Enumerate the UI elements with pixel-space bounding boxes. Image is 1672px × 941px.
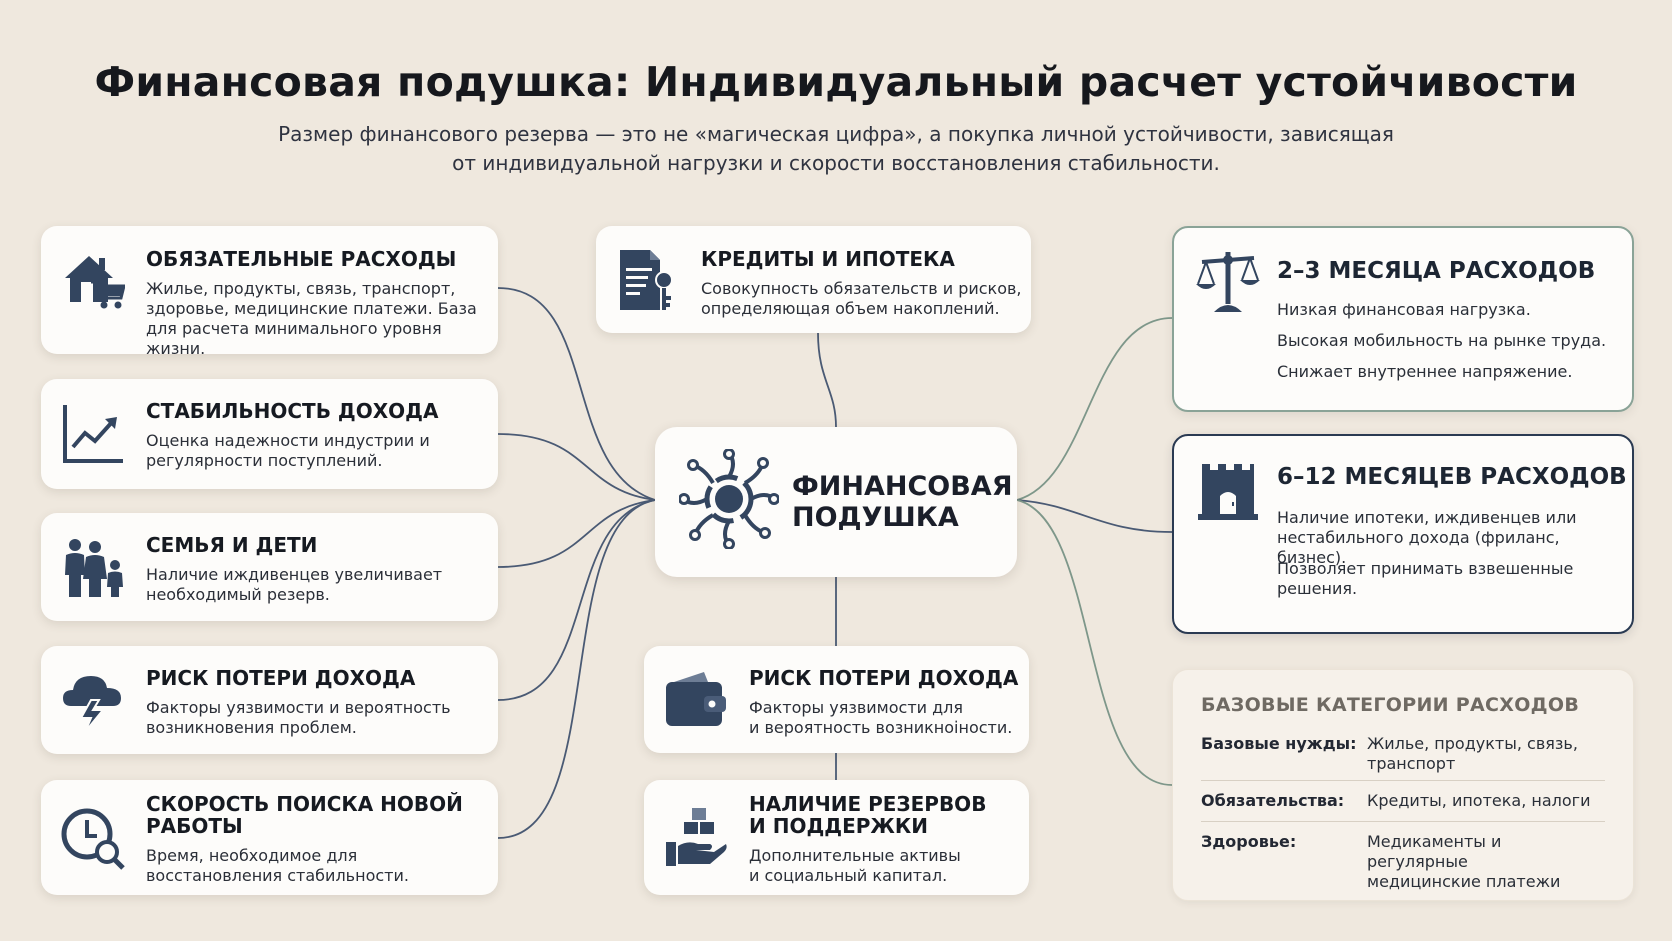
card-title-1: СКОРОСТЬ ПОИСКА НОВОЙ <box>146 792 463 816</box>
base-row-value-line-2: медицинские платежи <box>1367 872 1561 891</box>
card-job-search-speed: СКОРОСТЬ ПОИСКА НОВОЙ РАБОТЫ Время, необ… <box>41 780 498 895</box>
card-2-3-months: 2–3 МЕСЯЦА РАСХОДОВ Низкая финансовая на… <box>1172 226 1634 412</box>
card-line-3: Позволяет принимать взвешенные <box>1277 559 1574 578</box>
card-credits-mortgage: КРЕДИТЫ И ИПОТЕКА Совокупность обязатель… <box>596 226 1031 333</box>
card-mandatory-expenses: ОБЯЗАТЕЛЬНЫЕ РАСХОДЫ Жилье, продукты, св… <box>41 226 498 358</box>
base-row-value-line-2: транспорт <box>1367 754 1456 773</box>
card-desc-1: Наличие иждивенцев увеличивает <box>146 565 443 584</box>
card-desc-1: Факторы уязвимости для <box>749 698 964 717</box>
family-icon <box>65 539 123 597</box>
card-desc-2: здоровье, медицинские платежи. База <box>146 299 477 318</box>
network-hub-icon <box>679 449 779 549</box>
card-6-12-months: 6–12 МЕСЯЦЕВ РАСХОДОВ Наличие ипотеки, и… <box>1172 434 1634 634</box>
card-title: 6–12 МЕСЯЦЕВ РАСХОДОВ <box>1277 464 1627 490</box>
subtitle-line-1: Размер финансового резерва — это не «маг… <box>278 122 1394 146</box>
card-line-4: решения. <box>1277 579 1358 598</box>
card-line-3: Снижает внутреннее напряжение. <box>1277 362 1573 381</box>
base-row-value-line-1: Кредиты, ипотека, налоги <box>1367 791 1591 810</box>
scales-icon <box>1196 252 1260 312</box>
card-desc-1: Дополнительные активы <box>749 846 961 865</box>
card-income-loss-risk-2: РИСК ПОТЕРИ ДОХОДА Факторы уязвимости дл… <box>644 646 1029 753</box>
card-desc-1: Жилье, продукты, связь, транспорт, <box>146 279 456 298</box>
card-family-children: СЕМЬЯ И ДЕТИ Наличие иждивенцев увеличив… <box>41 513 498 621</box>
card-title: РИСК ПОТЕРИ ДОХОДА <box>146 666 416 690</box>
card-desc-2: возникновения проблем. <box>146 718 357 737</box>
card-title: ОБЯЗАТЕЛЬНЫЕ РАСХОДЫ <box>146 247 457 271</box>
base-row-key: Обязательства: <box>1201 791 1345 810</box>
storm-cloud-icon <box>63 676 121 732</box>
center-label-line-1: ФИНАНСОВАЯ <box>792 471 1013 502</box>
card-title-2: РАБОТЫ <box>146 814 243 838</box>
link-left-2 <box>497 433 656 501</box>
card-income-stability: СТАБИЛЬНОСТЬ ДОХОДА Оценка надежности ин… <box>41 379 498 489</box>
base-row-value: Медикаменты и регулярные медицинские пла… <box>1367 832 1607 892</box>
clock-search-icon <box>61 808 125 870</box>
link-left-3 <box>497 499 656 568</box>
card-reserves-support: НАЛИЧИЕ РЕЗЕРВОВ И ПОДДЕРЖКИ Дополнитель… <box>644 780 1029 895</box>
card-title: КРЕДИТЫ И ИПОТЕКА <box>701 247 955 271</box>
card-title: 2–3 МЕСЯЦА РАСХОДОВ <box>1277 258 1596 284</box>
card-desc-3: для расчета минимального уровня жизни. <box>146 319 442 358</box>
link-left-4 <box>497 499 656 701</box>
link-right-2 <box>1016 499 1173 533</box>
card-line-1: Низкая финансовая нагрузка. <box>1277 300 1531 319</box>
trend-chart-icon <box>63 405 123 463</box>
card-title-2: И ПОДДЕРЖКИ <box>749 814 928 838</box>
card-title: СЕМЬЯ И ДЕТИ <box>146 533 318 557</box>
card-income-loss-risk: РИСК ПОТЕРИ ДОХОДА Факторы уязвимости и … <box>41 646 498 754</box>
base-row-value: Жилье, продукты, связь, транспорт <box>1367 734 1607 774</box>
link-left-5 <box>497 499 656 839</box>
card-desc-2: необходимый резерв. <box>146 585 330 604</box>
wallet-icon <box>666 672 726 726</box>
base-categories-title: БАЗОВЫЕ КАТЕГОРИИ РАСХОДОВ <box>1201 694 1580 716</box>
base-divider <box>1201 821 1605 822</box>
card-desc-1: Совокупность обязательств и рисков, <box>701 279 1022 298</box>
card-title: РИСК ПОТЕРИ ДОХОДА <box>749 666 1019 690</box>
base-row-value-line-1: Жилье, продукты, связь, <box>1367 734 1578 753</box>
link-right-1 <box>1016 317 1173 501</box>
link-left-1 <box>497 287 656 501</box>
center-label-line-2: ПОДУШКА <box>792 502 959 533</box>
card-desc-1: Оценка надежности индустрии и <box>146 431 430 450</box>
hand-boxes-icon <box>666 808 727 866</box>
fortress-icon <box>1198 464 1258 520</box>
link-mid-top <box>817 332 837 428</box>
card-line-2: нестабильного дохода (фриланс, бизнес). <box>1277 528 1560 567</box>
house-cart-icon <box>65 256 125 309</box>
card-desc-2: регулярности поступлений. <box>146 451 383 470</box>
card-desc-2: определяющая объем накоплений. <box>701 299 1000 318</box>
page-subtitle: Размер финансового резерва — это не «маг… <box>236 120 1436 178</box>
base-row-key: Здоровье: <box>1201 832 1297 851</box>
card-desc-1: Время, необходимое для <box>146 846 358 865</box>
page-title: Финансовая подушка: Индивидуальный расче… <box>94 58 1578 106</box>
base-categories-panel: БАЗОВЫЕ КАТЕГОРИИ РАСХОДОВ Базовые нужды… <box>1172 669 1634 901</box>
base-divider <box>1201 780 1605 781</box>
subtitle-line-2: от индивидуальной нагрузки и скорости во… <box>452 151 1220 175</box>
card-line-2: Высокая мобильность на рынке труда. <box>1277 331 1607 350</box>
base-row-value: Кредиты, ипотека, налоги <box>1367 791 1607 811</box>
center-label: ФИНАНСОВАЯ ПОДУШКА <box>792 471 1013 533</box>
card-desc-2: и социальный капитал. <box>749 866 948 885</box>
base-row-key: Базовые нужды: <box>1201 734 1357 753</box>
center-hub: ФИНАНСОВАЯ ПОДУШКА <box>655 427 1017 577</box>
card-desc-2: восстановления стабильности. <box>146 866 409 885</box>
card-desc-2: и вероятность возникноіности. <box>749 718 1013 737</box>
card-line-1: Наличие ипотеки, иждивенцев или <box>1277 508 1577 527</box>
card-title-1: НАЛИЧИЕ РЕЗЕРВОВ <box>749 792 987 816</box>
link-right-3 <box>1016 499 1173 786</box>
document-key-icon <box>620 250 673 310</box>
card-title: СТАБИЛЬНОСТЬ ДОХОДА <box>146 399 439 423</box>
base-row-value-line-1: Медикаменты и регулярные <box>1367 832 1502 871</box>
card-desc-1: Факторы уязвимости и вероятность <box>146 698 451 717</box>
